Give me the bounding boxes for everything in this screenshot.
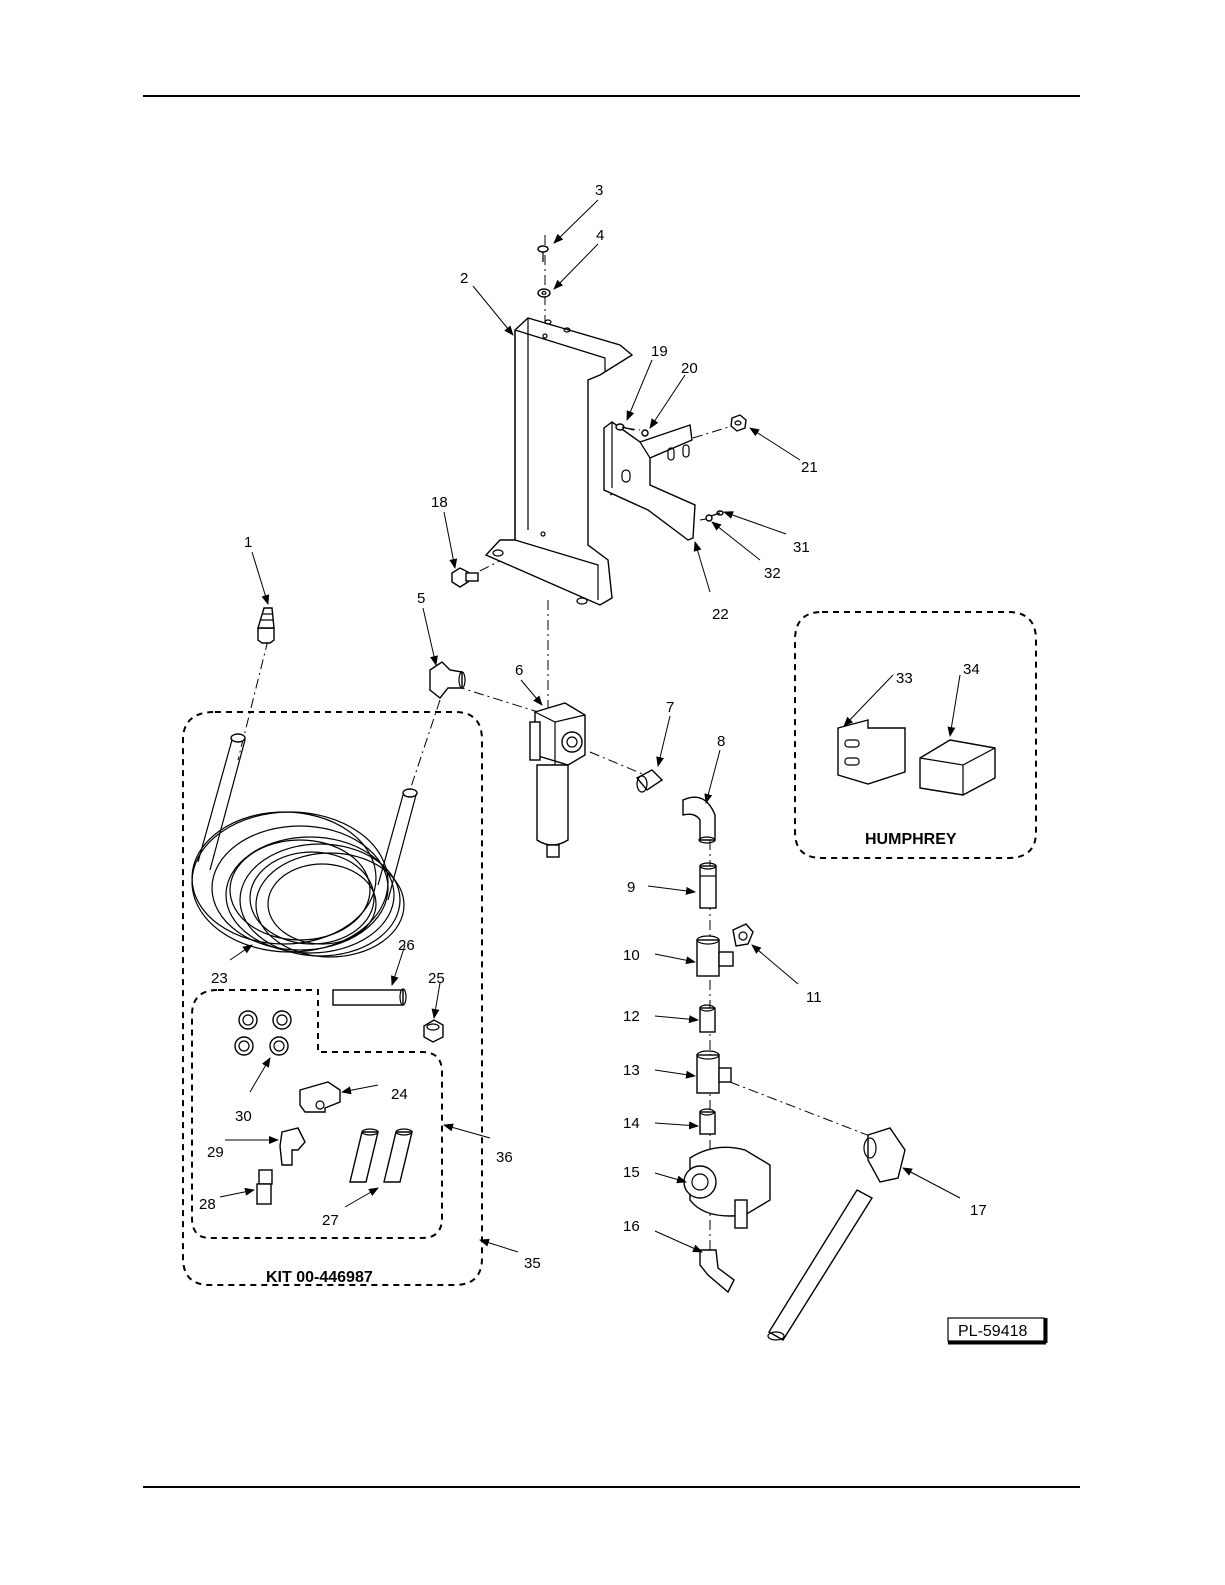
air-filter [530, 703, 585, 857]
callout-33: 33 [896, 670, 913, 687]
tube-elbow [864, 1128, 905, 1182]
tubing [768, 1190, 872, 1340]
callout-31: 31 [793, 539, 810, 556]
callout-18: 18 [431, 494, 448, 511]
callout-2: 2 [460, 270, 468, 287]
small-screw [711, 511, 723, 516]
barb-elbow [280, 1128, 305, 1165]
callout-27: 27 [322, 1212, 339, 1229]
hose-barb-fitting [258, 608, 274, 643]
rubber-sleeves [350, 1129, 412, 1182]
callout-9: 9 [627, 879, 635, 896]
callout-3: 3 [595, 182, 603, 199]
lock-washer [642, 430, 648, 436]
callout-34: 34 [963, 661, 980, 678]
screw [538, 246, 548, 262]
callout-22: 22 [712, 606, 729, 623]
humphrey-label: HUMPHREY [865, 831, 957, 848]
small-washer [706, 515, 712, 521]
barb-elbow [700, 1250, 734, 1292]
callout-35: 35 [524, 1255, 541, 1272]
callout-20: 20 [681, 360, 698, 377]
callout-16: 16 [623, 1218, 640, 1235]
valve-bracket [604, 422, 695, 540]
pipe-tee [697, 1051, 731, 1093]
callout-5: 5 [417, 590, 425, 607]
hex-bolt [452, 568, 478, 587]
long-pipe-nipple [333, 989, 406, 1005]
callout-10: 10 [623, 947, 640, 964]
bushing [424, 1020, 443, 1042]
callout-26: 26 [398, 937, 415, 954]
hose-clamps [235, 1011, 291, 1055]
subkit-boundary [192, 990, 442, 1238]
callout-11: 11 [806, 989, 822, 1006]
humphrey-boundary [795, 612, 1036, 858]
callout-14: 14 [623, 1115, 640, 1132]
callout-30: 30 [235, 1108, 252, 1125]
washer [538, 289, 550, 297]
callout-36: 36 [496, 1149, 513, 1166]
callout-23: 23 [211, 970, 228, 987]
copper-coil [192, 734, 417, 957]
callout-19: 19 [651, 343, 668, 360]
callout-17: 17 [970, 1202, 987, 1219]
close-nipple [700, 1005, 715, 1032]
callout-7: 7 [666, 699, 674, 716]
callout-13: 13 [623, 1062, 640, 1079]
street-elbow [683, 797, 715, 843]
plate-reference-label: PL-59418 [958, 1323, 1027, 1340]
callout-6: 6 [515, 662, 523, 679]
solenoid-valve [684, 1147, 770, 1228]
close-nipple [700, 1109, 715, 1134]
callout-12: 12 [623, 1008, 640, 1025]
callout-28: 28 [199, 1196, 216, 1213]
callout-15: 15 [623, 1164, 640, 1181]
callout-21: 21 [801, 459, 818, 476]
adapter-fitting [733, 924, 753, 946]
callout-32: 32 [764, 565, 781, 582]
callout-25: 25 [428, 970, 445, 987]
female-elbow [300, 1082, 340, 1112]
long-nipple [700, 863, 716, 908]
callout-29: 29 [207, 1144, 224, 1161]
pipe-tee [697, 936, 733, 976]
hex-nut [731, 415, 746, 431]
plate-reference-box: PL-59418 [948, 1318, 1046, 1343]
humphrey-valve [920, 740, 995, 795]
humphrey-bracket [838, 720, 905, 784]
callout-8: 8 [717, 733, 725, 750]
small-bolt [616, 424, 634, 430]
elbow-fitting [430, 662, 465, 698]
callout-24: 24 [391, 1086, 408, 1103]
callout-1: 1 [244, 534, 252, 551]
callout-4: 4 [596, 227, 604, 244]
straight-barb [257, 1170, 272, 1204]
kit-label: KIT 00-446987 [266, 1269, 373, 1286]
